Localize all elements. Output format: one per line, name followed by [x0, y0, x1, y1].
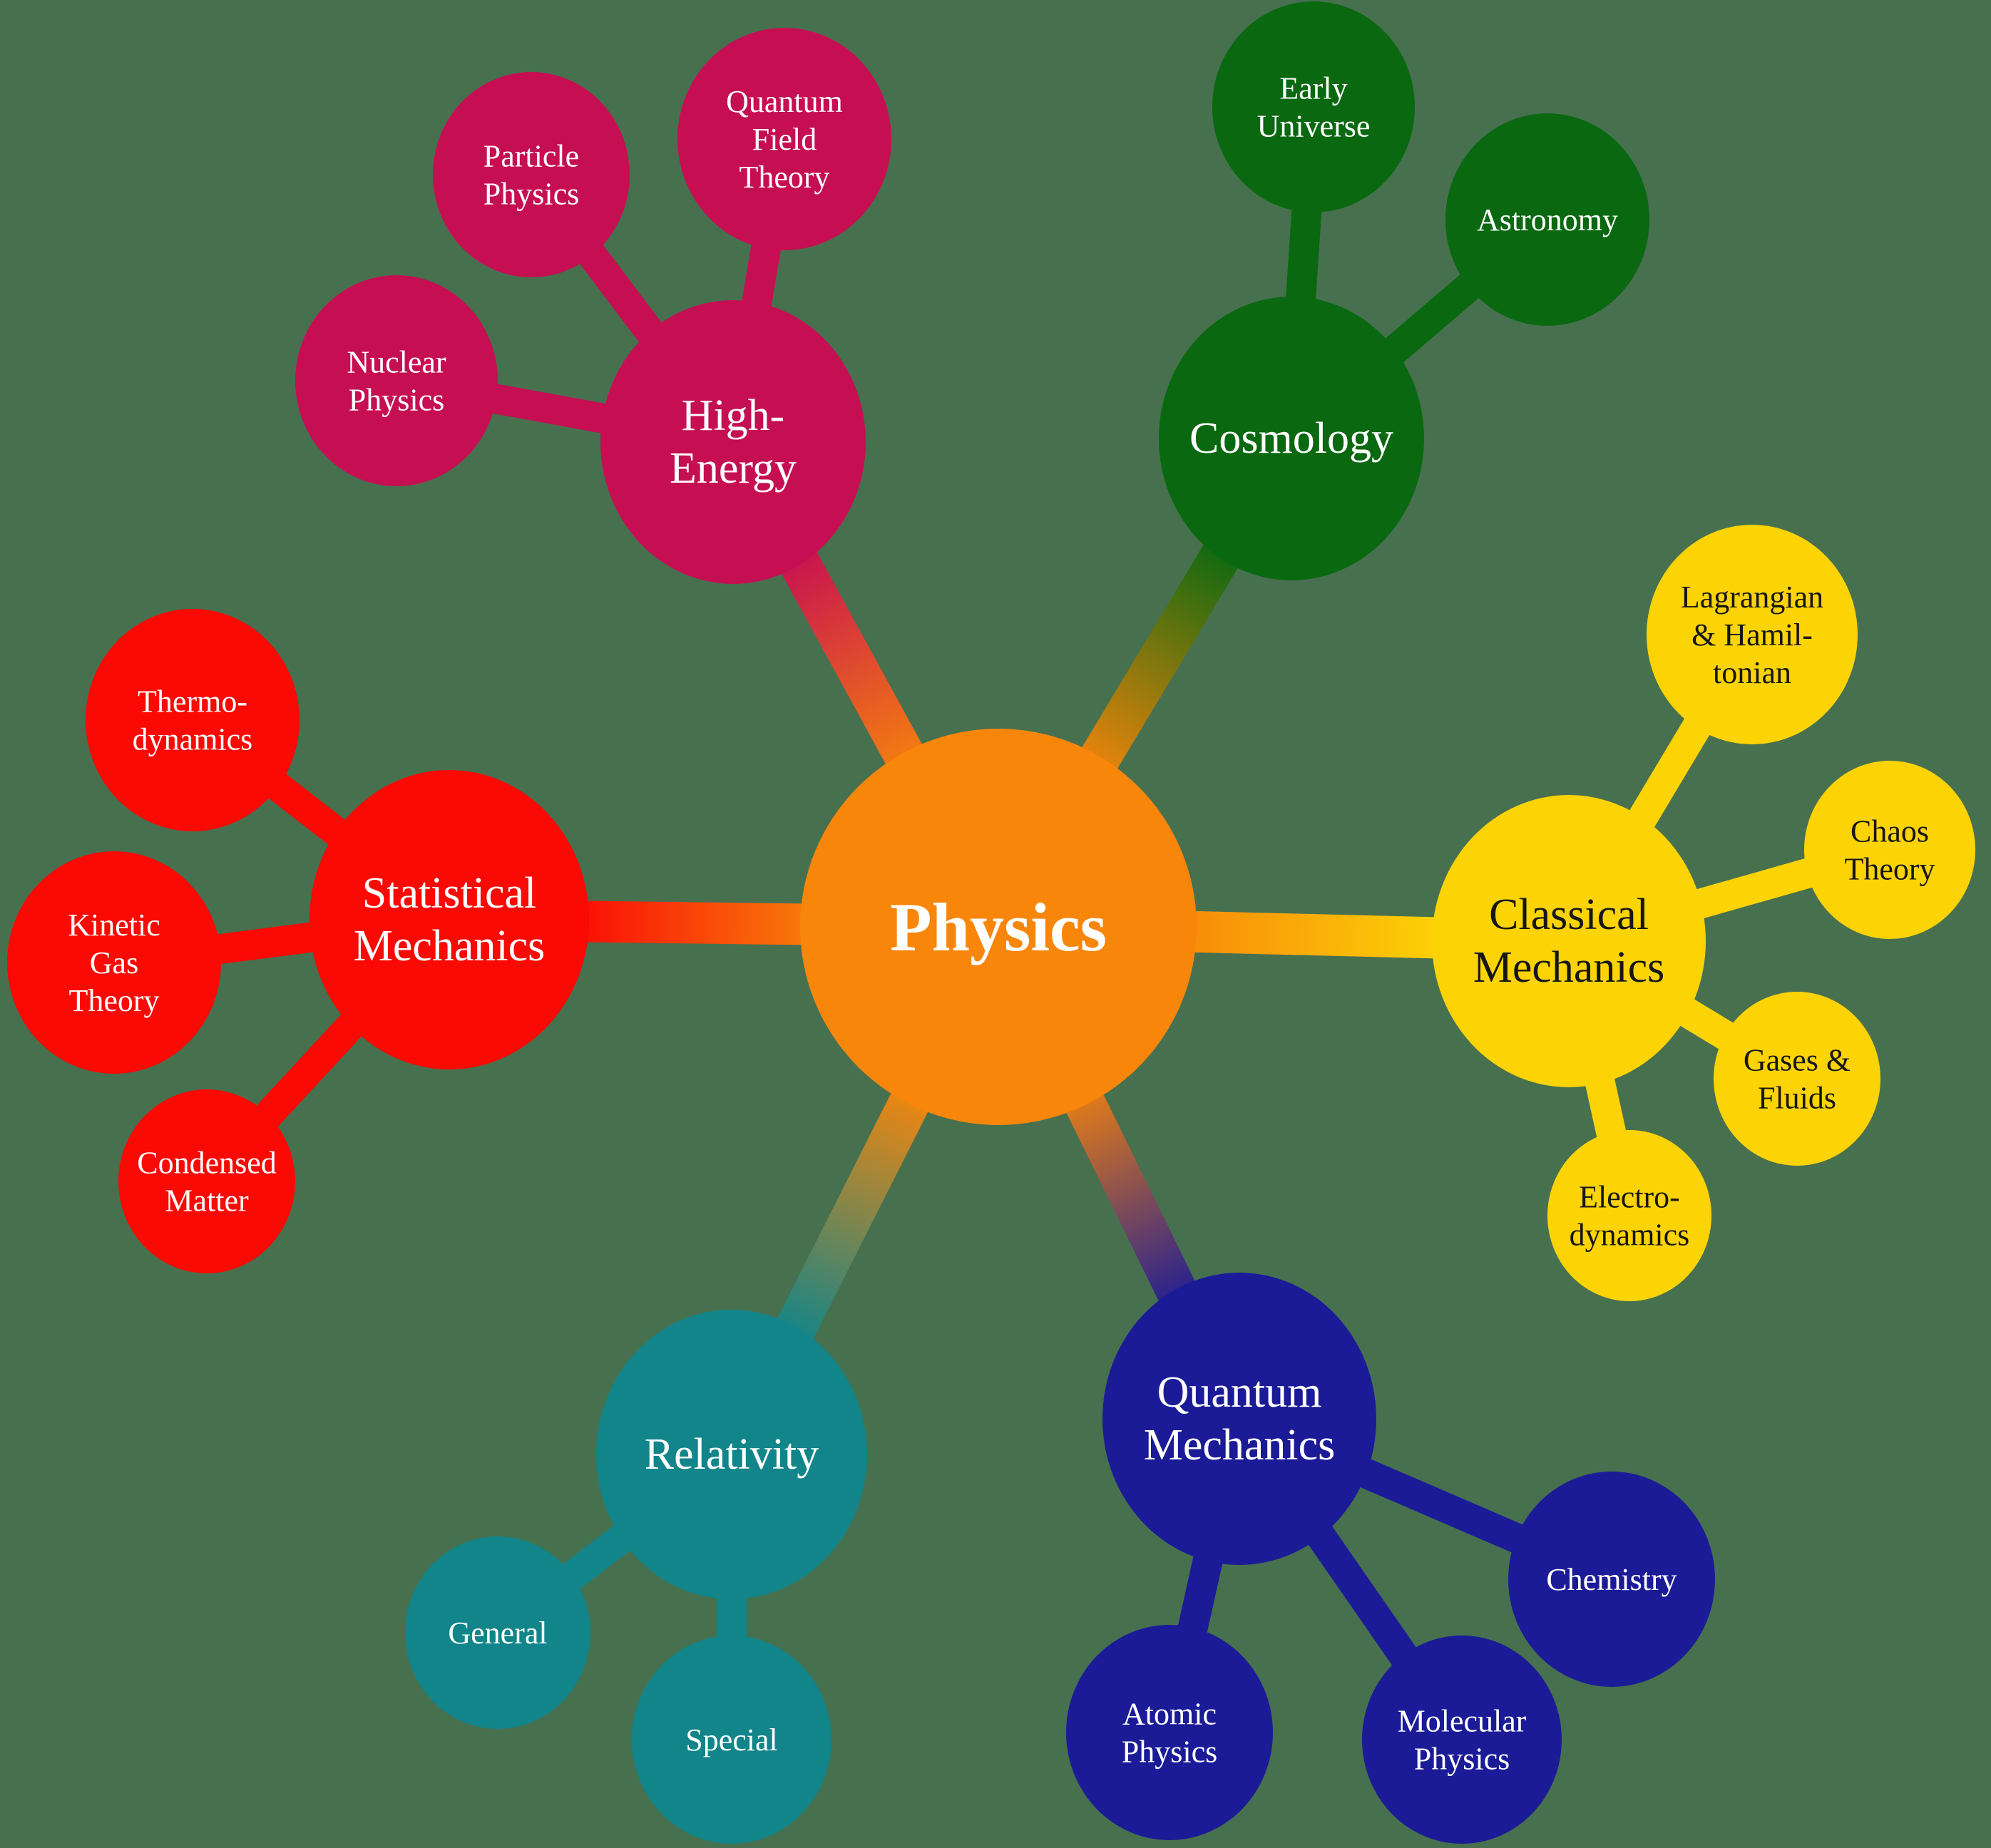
- node-nuclear-physics: [295, 275, 498, 486]
- node-special: [632, 1636, 831, 1844]
- label-relativity: Relativity: [645, 1430, 819, 1479]
- node-condensed-matter: [118, 1089, 295, 1273]
- node-electrodynamics: [1547, 1130, 1711, 1301]
- node-quantum-mechanics: [1102, 1273, 1376, 1565]
- label-thermodynamics: Thermo-dynamics: [133, 684, 253, 756]
- node-chemistry: [1508, 1472, 1715, 1687]
- label-physics: Physics: [890, 889, 1107, 965]
- label-electrodynamics: Electro-dynamics: [1570, 1179, 1690, 1252]
- node-particle-physics: [433, 72, 630, 277]
- node-early-universe: [1212, 1, 1415, 212]
- node-statistical-mechanics: [309, 770, 589, 1069]
- label-lagrangian-hamiltonian: Lagrangian& Hamil-tonian: [1681, 580, 1823, 690]
- node-chaos-theory: [1804, 761, 1975, 939]
- node-high-energy: [600, 300, 866, 584]
- label-special: Special: [685, 1723, 778, 1757]
- node-molecular-physics: [1362, 1636, 1562, 1844]
- node-cosmology: [1159, 297, 1424, 580]
- node-general: [405, 1536, 590, 1729]
- label-gases-fluids: Gases &Fluids: [1744, 1042, 1851, 1115]
- node-relativity: [596, 1310, 867, 1599]
- node-kinetic-gas-theory: [7, 851, 221, 1074]
- label-general: General: [448, 1616, 547, 1651]
- node-quantum-field-theory: [677, 28, 891, 250]
- node-physics: [800, 729, 1197, 1125]
- label-chemistry: Chemistry: [1546, 1562, 1677, 1597]
- node-atomic-physics: [1066, 1625, 1273, 1840]
- label-astronomy: Astronomy: [1477, 202, 1618, 237]
- label-high-energy: High-Energy: [670, 391, 797, 493]
- node-astronomy: [1445, 113, 1649, 326]
- label-cosmology: Cosmology: [1189, 414, 1393, 463]
- node-thermodynamics: [86, 609, 300, 831]
- node-classical-mechanics: [1432, 795, 1706, 1087]
- node-lagrangian-hamiltonian: [1647, 525, 1858, 744]
- node-gases-fluids: [1714, 992, 1880, 1166]
